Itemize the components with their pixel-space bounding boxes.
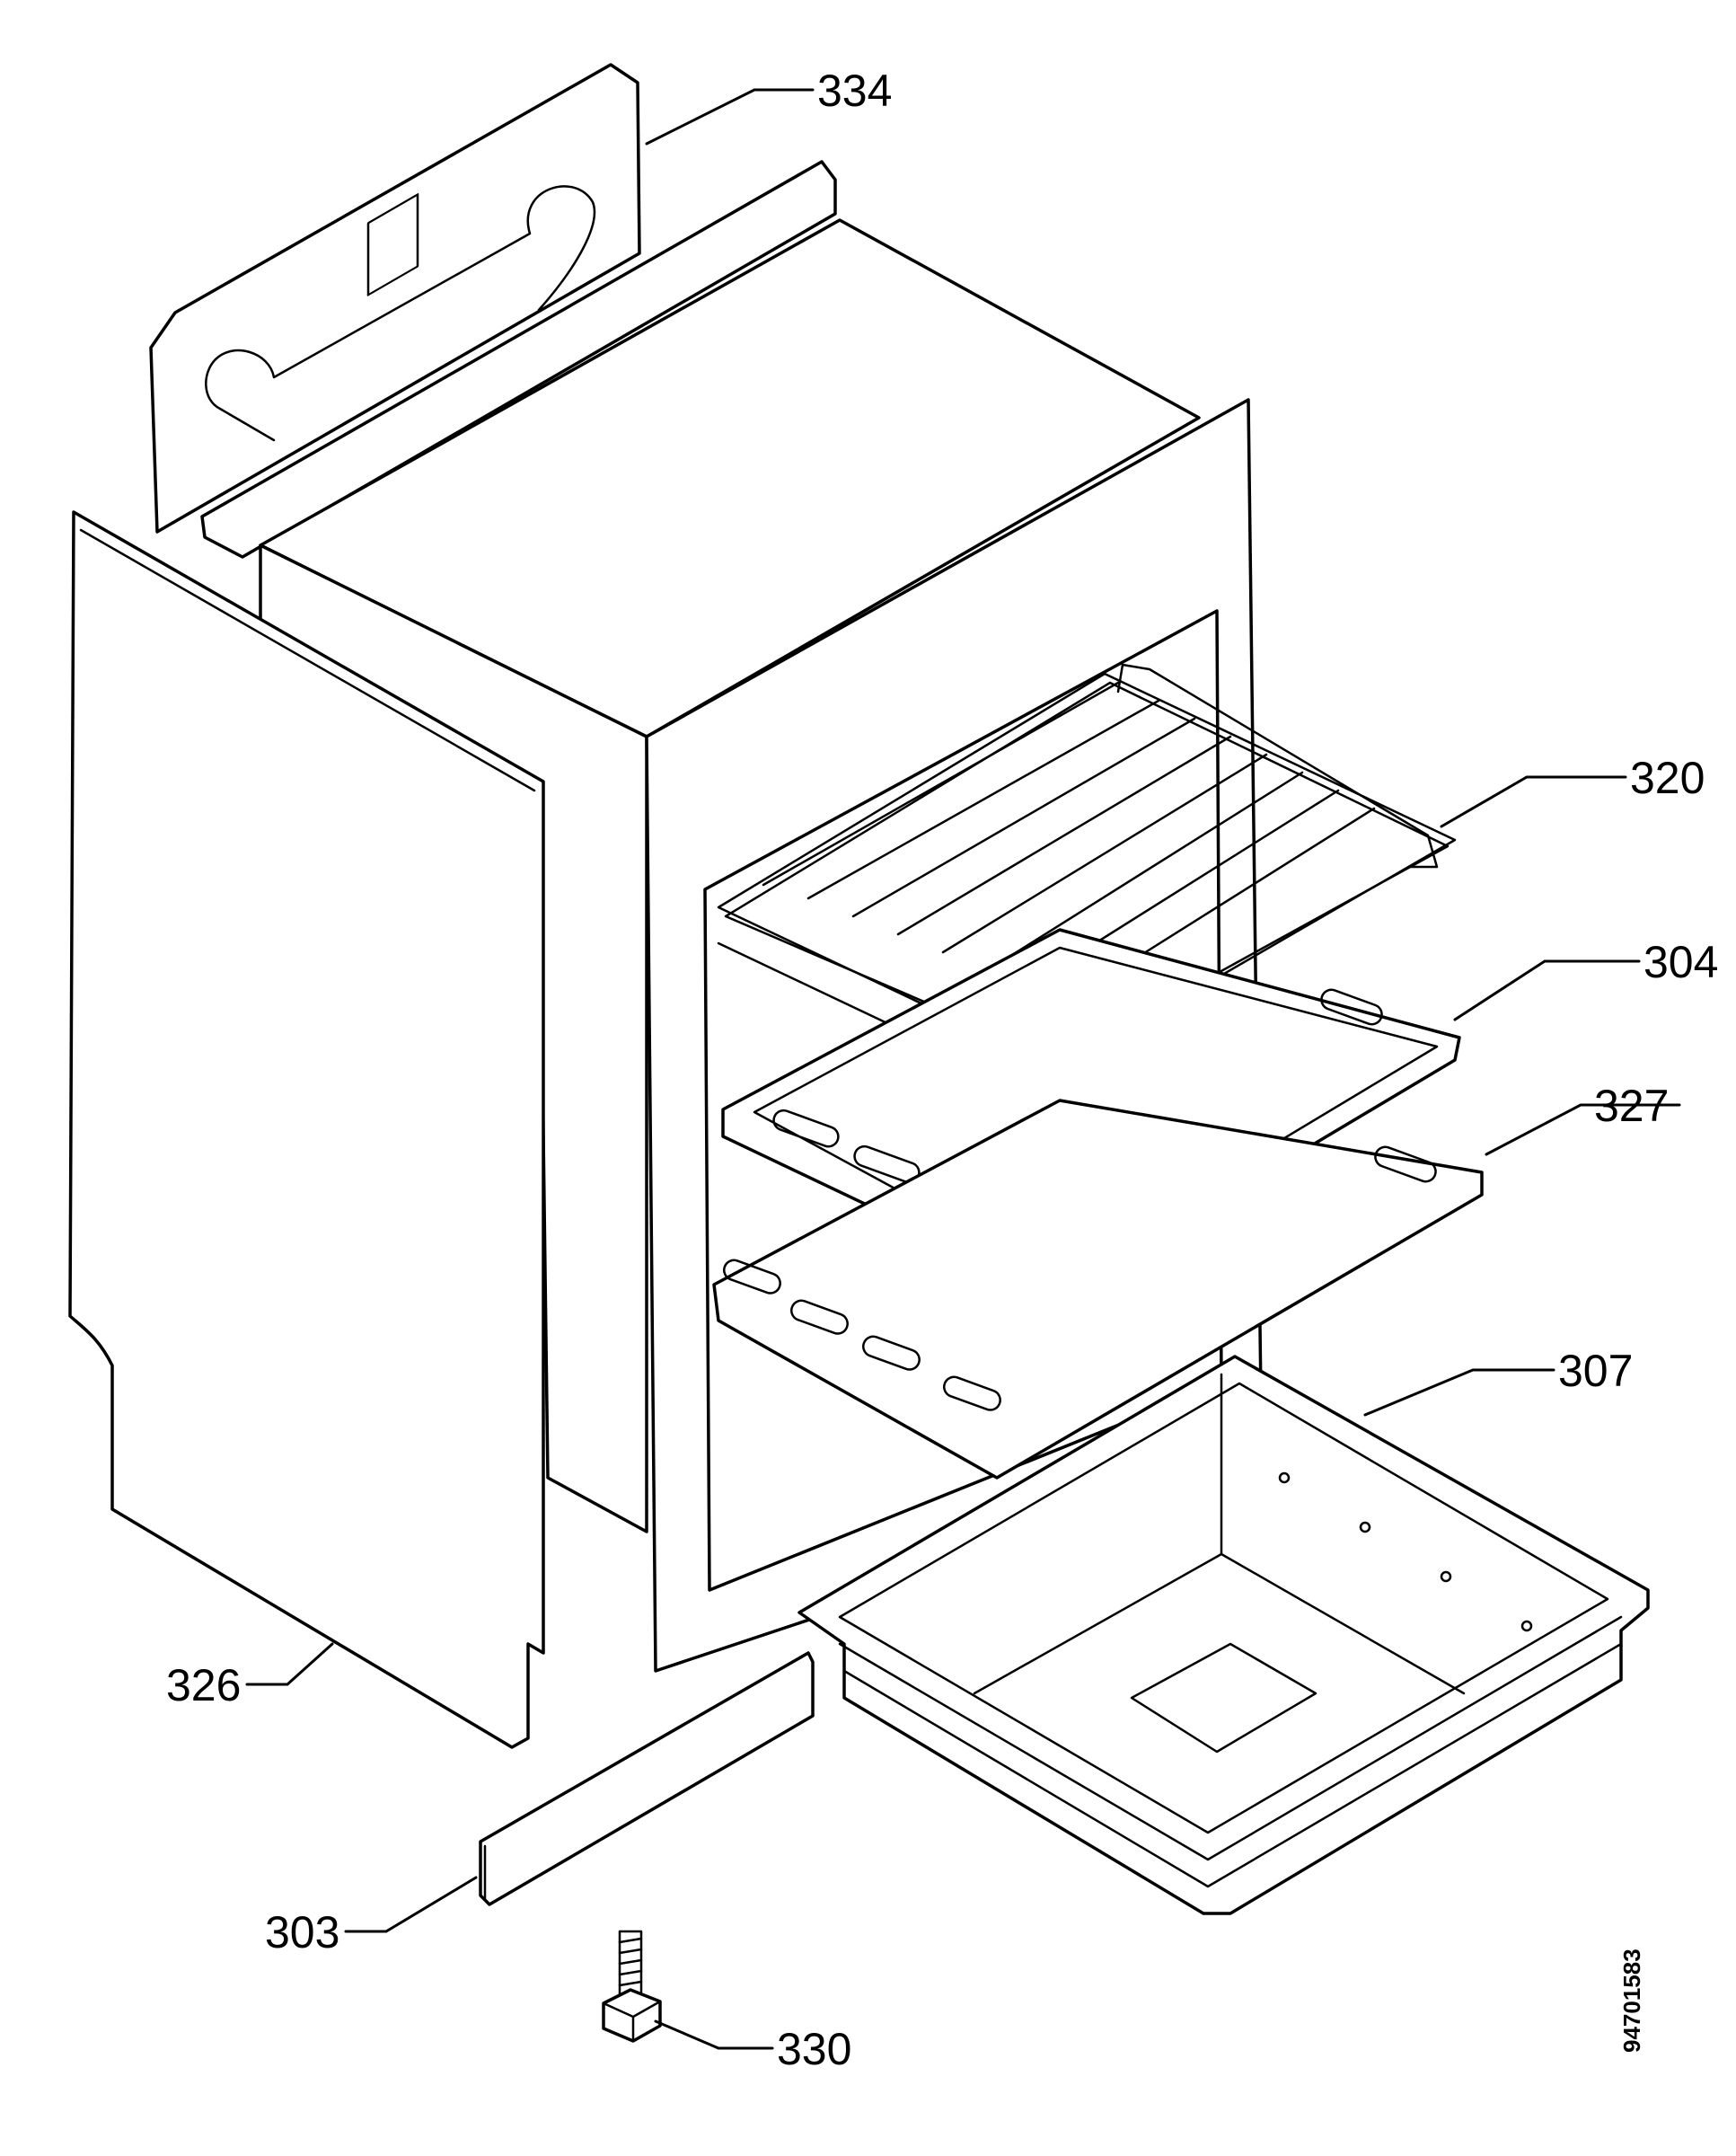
leader-307: [1363, 1368, 1555, 1417]
flat-tray: [712, 1099, 1484, 1480]
callout-303: 303: [265, 1907, 339, 1957]
plinth-strip: [479, 1651, 815, 1906]
leader-304: [1453, 959, 1641, 1021]
rear-panel: [149, 63, 641, 534]
callout-327: 327: [1594, 1081, 1669, 1131]
leader-330: [654, 2019, 774, 2050]
deep-roasting-pan: [798, 1355, 1650, 1915]
callout-330: 330: [777, 2024, 851, 2074]
leader-334: [645, 88, 815, 146]
leader-326: [245, 1642, 334, 1686]
leader-303: [344, 1876, 478, 1933]
leader-327: [1485, 1103, 1681, 1156]
callout-326: 326: [166, 1660, 241, 1710]
callout-307: 307: [1558, 1346, 1633, 1396]
document-number: 94701583: [1618, 1948, 1645, 2053]
callout-334: 334: [817, 66, 892, 116]
callout-320: 320: [1630, 753, 1705, 803]
callout-304: 304: [1643, 937, 1718, 987]
callout-labels: 334 320 304 327 307 326 303 330: [166, 66, 1718, 2074]
leveling-foot: [602, 1930, 662, 2043]
leader-320: [1440, 775, 1627, 828]
side-panel: [68, 510, 545, 1749]
leader-lines: [245, 88, 1681, 2050]
